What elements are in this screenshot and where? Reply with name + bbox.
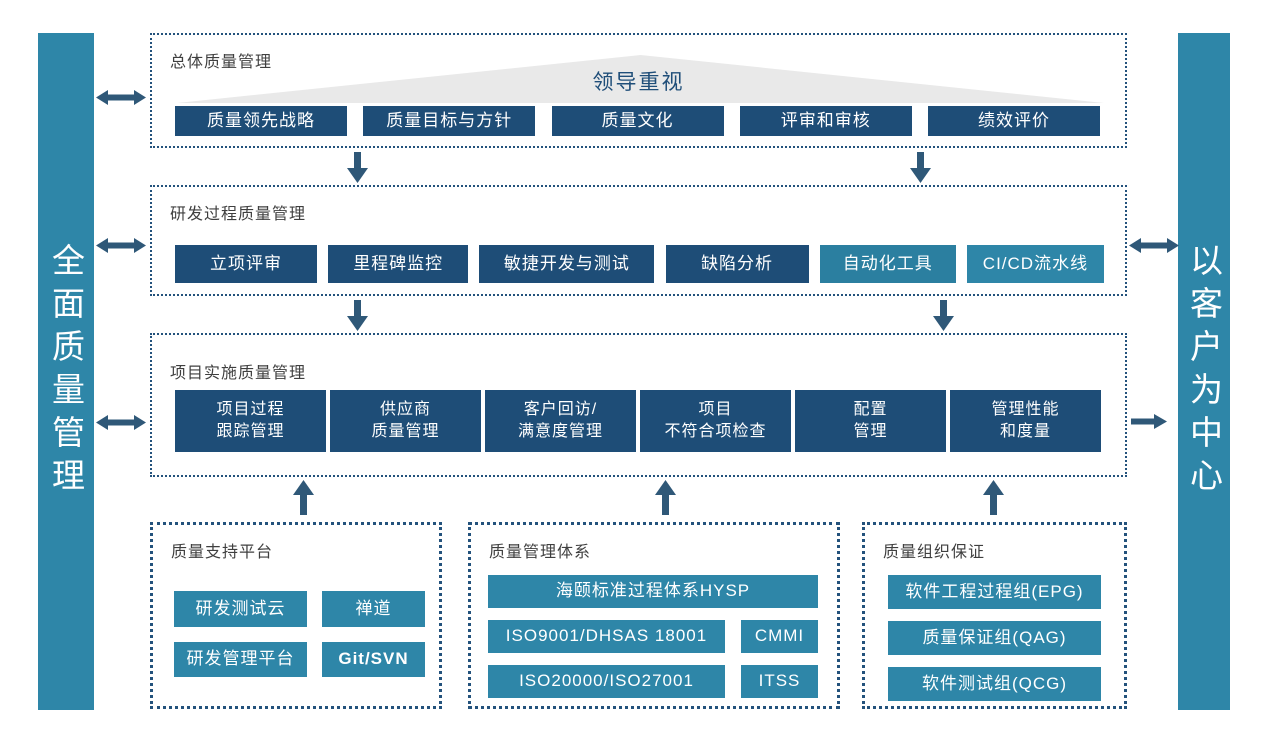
diagram-node: ITSS xyxy=(741,665,818,698)
node-line2: 跟踪管理 xyxy=(216,423,285,440)
double-arrow-icon xyxy=(1129,238,1179,253)
diagram-node: 研发测试云 xyxy=(174,591,307,627)
diagram-node: 敏捷开发与测试 xyxy=(479,245,655,283)
diagram-node: 评审和审核 xyxy=(739,106,912,136)
diagram-node: 自动化工具 xyxy=(819,245,956,283)
node-line1: 管理性能 xyxy=(991,401,1060,419)
overall-quality-title: 总体质量管理 xyxy=(170,54,273,71)
node-line1: 配置 xyxy=(853,401,888,419)
up-arrow-icon xyxy=(655,480,676,515)
diagram-node: ISO20000/ISO27001 xyxy=(488,665,725,698)
system-title: 质量管理体系 xyxy=(489,544,592,561)
right-arrow-icon xyxy=(1131,414,1167,429)
project-button-row: 项目过程 跟踪管理 供应商 质量管理 客户回访/ 满意度管理 项目 不符合项检查… xyxy=(175,390,1101,452)
diagram-node: CMMI xyxy=(741,620,818,653)
diagram-node: 绩效评价 xyxy=(928,106,1100,136)
rd-process-button-row: 立项评审 里程碑监控 敏捷开发与测试 缺陷分析 自动化工具 CI/CD流水线 xyxy=(175,245,1104,283)
rd-process-box: 研发过程质量管理 立项评审 里程碑监控 敏捷开发与测试 缺陷分析 自动化工具 C… xyxy=(150,185,1127,296)
left-bar-total-quality: 全面质量管理 xyxy=(38,33,94,710)
diagram-node: 研发管理平台 xyxy=(174,642,307,677)
double-arrow-icon xyxy=(96,90,146,105)
diagram-node: 质量保证组(QAG) xyxy=(888,621,1101,655)
organization-box: 质量组织保证 软件工程过程组(EPG) 质量保证组(QAG) 软件测试组(QCG… xyxy=(862,522,1127,709)
diagram-node: 立项评审 xyxy=(175,245,317,283)
node-line2: 质量管理 xyxy=(371,423,440,440)
diagram-node: CI/CD流水线 xyxy=(966,245,1104,283)
down-arrow-icon xyxy=(347,300,368,331)
diagram-node: 软件工程过程组(EPG) xyxy=(888,575,1101,609)
platform-title: 质量支持平台 xyxy=(171,544,274,561)
double-arrow-icon xyxy=(96,238,146,253)
diagram-node: 管理性能 和度量 xyxy=(950,390,1101,452)
system-box: 质量管理体系 海颐标准过程体系HYSP ISO9001/DHSAS 18001 … xyxy=(468,522,840,709)
node-line1: 供应商 xyxy=(379,401,431,419)
organization-title: 质量组织保证 xyxy=(883,544,986,561)
down-arrow-icon xyxy=(347,152,368,183)
leadership-banner: 领导重视 xyxy=(592,71,685,94)
diagram-node: 客户回访/ 满意度管理 xyxy=(485,390,636,452)
diagram-node: 禅道 xyxy=(322,591,425,627)
down-arrow-icon xyxy=(910,152,931,183)
platform-box: 质量支持平台 研发测试云 禅道 研发管理平台 Git/SVN xyxy=(150,522,442,709)
diagram-node: 质量文化 xyxy=(551,106,724,136)
project-quality-box: 项目实施质量管理 项目过程 跟踪管理 供应商 质量管理 客户回访/ 满意度管理 … xyxy=(150,333,1127,477)
up-arrow-icon xyxy=(983,480,1004,515)
node-line2: 满意度管理 xyxy=(517,423,603,440)
diagram-node: ISO9001/DHSAS 18001 xyxy=(488,620,725,653)
node-line1: 项目过程 xyxy=(216,401,285,419)
diagram-node: 项目 不符合项检查 xyxy=(640,390,791,452)
overall-quality-box: 领导重视 总体质量管理 质量领先战略 质量目标与方针 质量文化 评审和审核 绩效… xyxy=(150,33,1127,148)
diagram-node: 质量领先战略 xyxy=(175,106,347,136)
diagram-node: 里程碑监控 xyxy=(328,245,469,283)
diagram-node: 海颐标准过程体系HYSP xyxy=(488,575,818,608)
overall-button-row: 质量领先战略 质量目标与方针 质量文化 评审和审核 绩效评价 xyxy=(175,106,1100,136)
right-bar-label: 以客户为中心 xyxy=(1185,242,1223,501)
diagram-node: 项目过程 跟踪管理 xyxy=(175,390,326,452)
up-arrow-icon xyxy=(293,480,314,515)
diagram-node: 质量目标与方针 xyxy=(363,106,536,136)
node-line2: 和度量 xyxy=(999,423,1051,440)
project-quality-title: 项目实施质量管理 xyxy=(170,365,307,382)
diagram-node: Git/SVN xyxy=(322,642,425,677)
node-line2: 不符合项检查 xyxy=(664,423,767,440)
diagram-node: 配置 管理 xyxy=(795,390,946,452)
rd-process-title: 研发过程质量管理 xyxy=(170,206,307,223)
diagram-node: 软件测试组(QCG) xyxy=(888,667,1101,701)
node-line2: 管理 xyxy=(853,423,888,440)
left-bar-label: 全面质量管理 xyxy=(47,242,85,501)
diagram-node: 缺陷分析 xyxy=(665,245,809,283)
node-line1: 客户回访/ xyxy=(523,401,598,419)
node-line1: 项目 xyxy=(698,401,733,419)
double-arrow-icon xyxy=(96,415,146,430)
down-arrow-icon xyxy=(933,300,954,331)
diagram-node: 供应商 质量管理 xyxy=(330,390,481,452)
right-bar-customer-centric: 以客户为中心 xyxy=(1178,33,1230,710)
